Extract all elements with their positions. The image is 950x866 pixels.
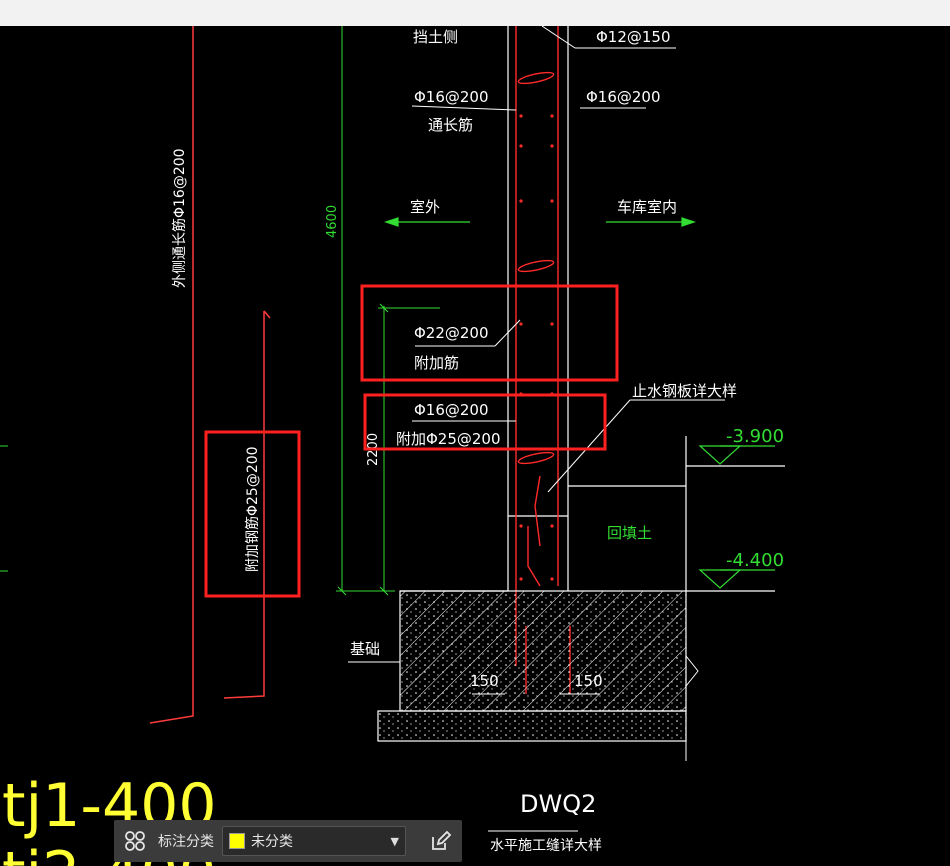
dimension-lines <box>336 26 440 596</box>
chevron-down-icon: ▼ <box>390 834 399 848</box>
garage-indoor-label: 车库室内 <box>617 198 677 216</box>
outdoor-label: 室外 <box>410 198 440 216</box>
waterstop-label: 止水钢板详大样 <box>632 382 737 400</box>
rebar-top-right-label: Φ12@150 <box>596 28 671 46</box>
wall <box>400 26 785 592</box>
title-desc-label: 水平施工缝详大样 <box>490 838 602 854</box>
rebar-right-1-label: Φ16@200 <box>586 88 661 106</box>
category-color-swatch <box>229 833 245 849</box>
highlight-box-add-rebar-22 <box>360 284 619 382</box>
add-rebar-22-label: Φ22@200 <box>414 324 489 342</box>
left-rebar-lines <box>149 26 271 724</box>
height-4600-label: 4600 <box>325 205 340 238</box>
outer-vertical-label: 外侧通长筋Φ16@200 <box>171 148 188 288</box>
annotation-category-select[interactable]: 未分类 ▼ <box>222 826 406 856</box>
add-vertical-25-label: 附加钢筋Φ25@200 <box>244 446 261 572</box>
add-rebar-25-label: 附加Φ25@200 <box>396 430 501 448</box>
selected-category: 未分类 <box>251 834 293 850</box>
add-rebar-22-note: 附加筋 <box>414 354 459 372</box>
rebar-left-1-label: Φ16@200 <box>414 88 489 106</box>
grid-icon[interactable] <box>114 820 156 862</box>
dim-left-label: 150 <box>470 672 499 690</box>
foundation-label: 基础 <box>350 640 380 658</box>
earth-side-label: 挡土侧 <box>413 28 458 46</box>
title-code-label: DWQ2 <box>520 790 596 818</box>
highlight-box-add-rebar-25 <box>363 393 607 451</box>
annotation-toolbar: 标注分类 未分类 ▼ <box>114 820 462 862</box>
left-edge-ticks <box>0 445 8 572</box>
highlight-box-vertical-25 <box>204 430 301 598</box>
cad-canvas[interactable]: 挡土侧 Φ12@150 Φ16@200 通长筋 Φ16@200 室外 车库室内 … <box>0 26 950 866</box>
title-bar <box>0 0 950 26</box>
leader-lines <box>348 26 725 832</box>
elevation-marks <box>698 445 775 589</box>
rebar-dots <box>519 114 554 581</box>
dim-right-label: 150 <box>574 672 603 690</box>
annotation-category-label: 标注分类 <box>158 834 214 850</box>
backfill-label: 回填土 <box>607 524 652 542</box>
foundation-block <box>377 590 699 761</box>
rebar-16-lower-label: Φ16@200 <box>414 401 489 419</box>
direction-arrows <box>384 217 696 227</box>
rebar-left-1-note: 通长筋 <box>428 116 473 134</box>
elevation-2-label: -4.400 <box>726 550 784 571</box>
elevation-1-label: -3.900 <box>726 426 784 447</box>
highlight-boxes <box>204 284 619 598</box>
edit-icon[interactable] <box>420 820 462 862</box>
